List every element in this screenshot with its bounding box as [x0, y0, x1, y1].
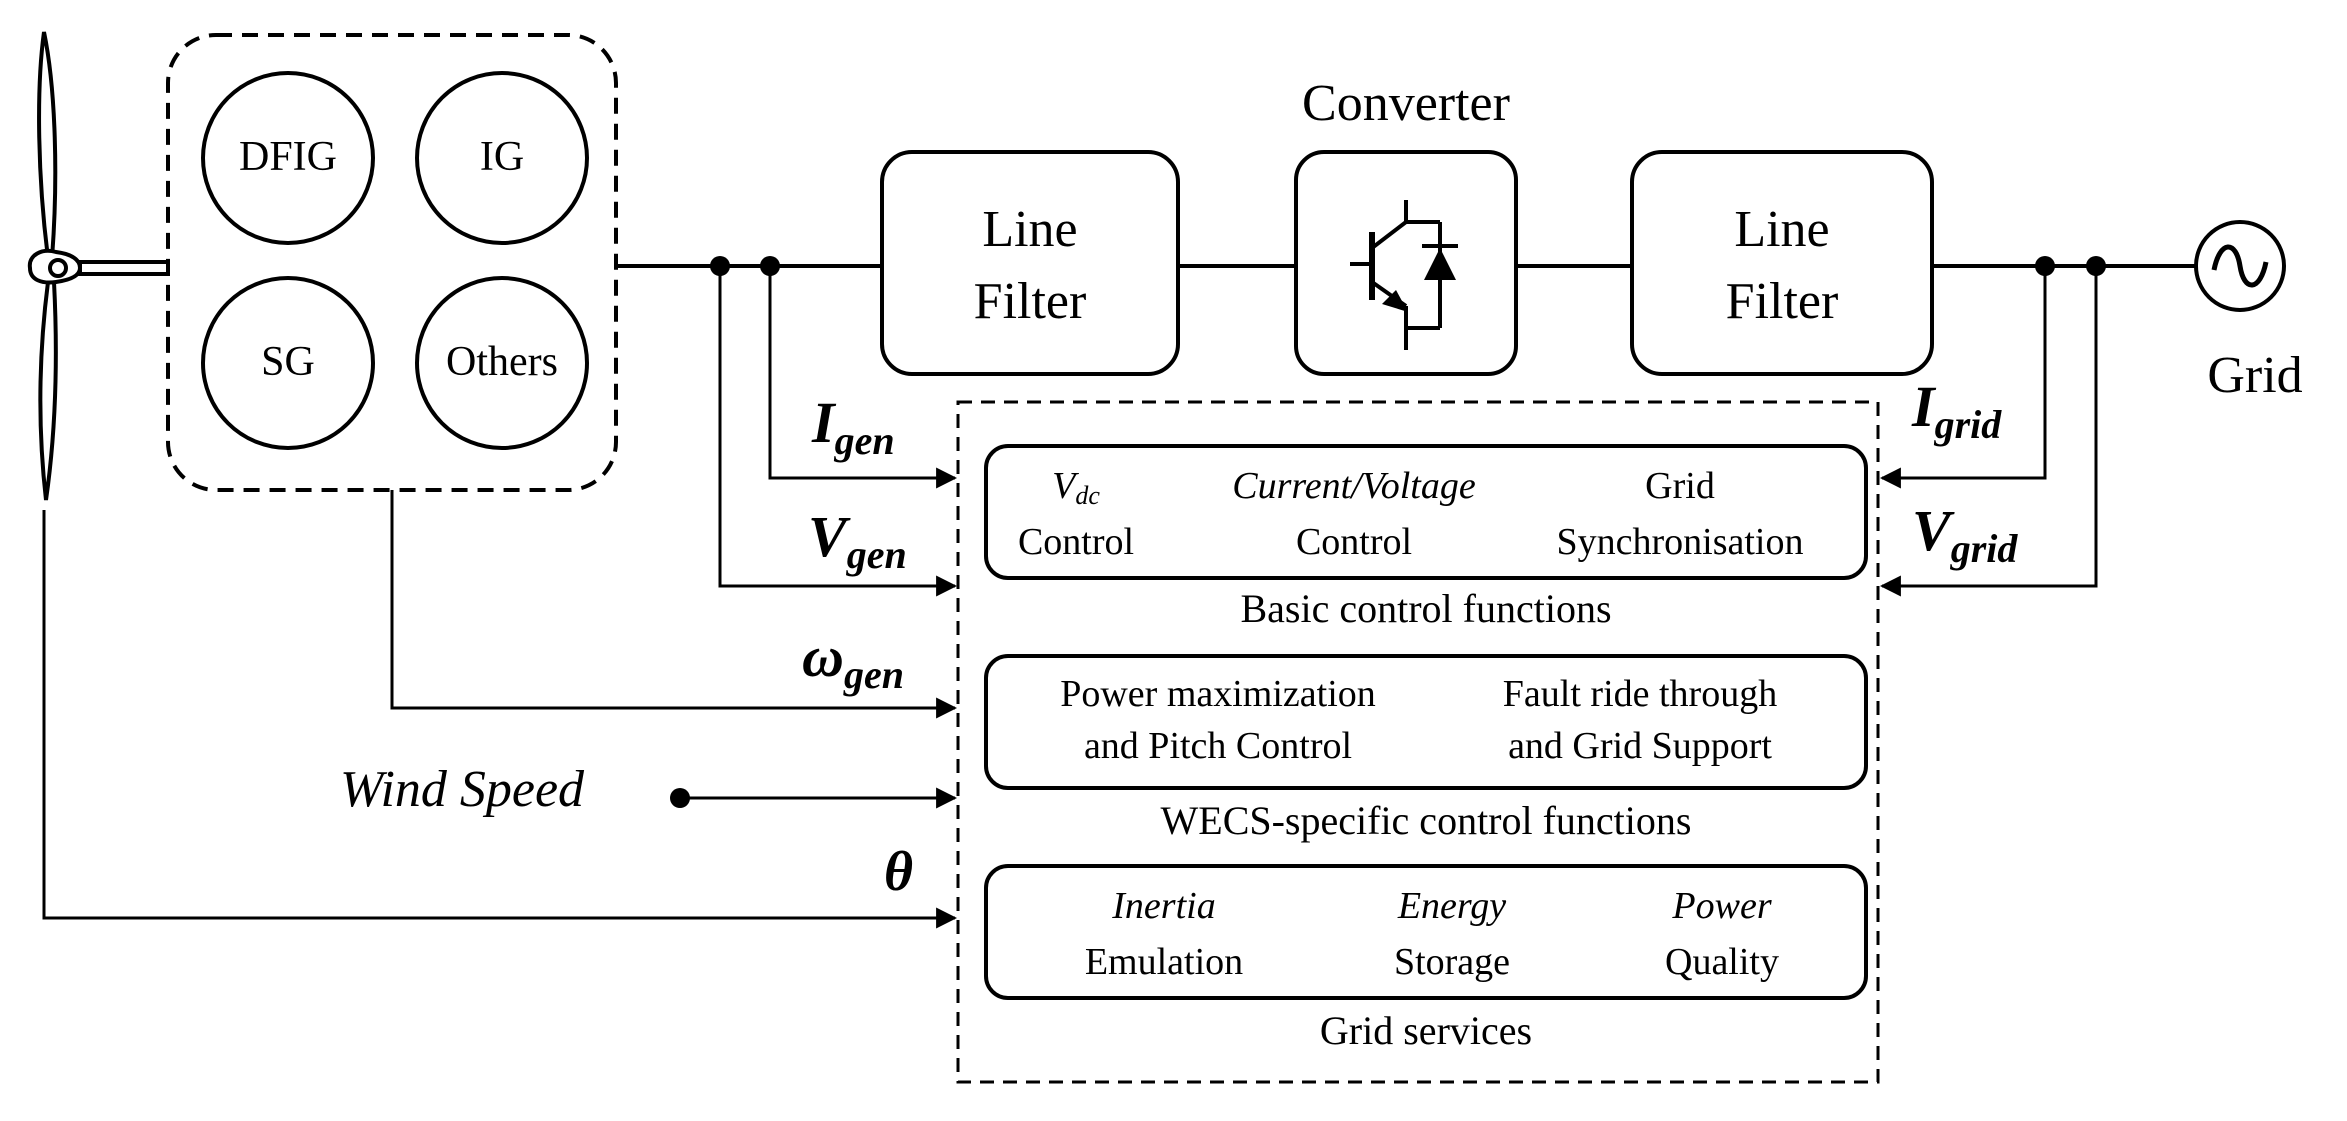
- svg-text:Current/Voltage: Current/Voltage: [1232, 465, 1476, 507]
- svg-text:Control: Control: [1018, 521, 1134, 563]
- i-grid-wire: [1879, 266, 2047, 489]
- current-voltage-control: Current/Voltage Control: [1232, 465, 1476, 563]
- svg-text:Line: Line: [1734, 201, 1829, 258]
- grid-synchronisation: Grid Synchronisation: [1557, 465, 1804, 563]
- wecs-control-title: WECS-specific control functions: [1161, 798, 1692, 843]
- grid-label: Grid: [2207, 347, 2302, 404]
- svg-text:Emulation: Emulation: [1085, 941, 1243, 983]
- svg-text:Quality: Quality: [1665, 941, 1779, 983]
- svg-text:Others: Others: [446, 339, 558, 385]
- emitter-arrow: [1382, 290, 1408, 312]
- svg-text:Synchronisation: Synchronisation: [1557, 521, 1804, 563]
- converter-block: [1294, 150, 1518, 376]
- basic-control-box: Vdc Control Current/Voltage Control Grid…: [984, 444, 1868, 580]
- control-system-box: [956, 400, 1880, 1084]
- svg-text:and Pitch Control: and Pitch Control: [1084, 725, 1352, 767]
- svg-text:Filter: Filter: [1726, 273, 1839, 330]
- generator-dfig: DFIG: [201, 71, 375, 245]
- wecs-control-box: Power maximization and Pitch Control Fau…: [984, 654, 1868, 790]
- line-filter-left: Line Filter: [880, 150, 1180, 376]
- svg-text:Line: Line: [982, 201, 1077, 258]
- inertia-emulation: Inertia Emulation: [1085, 885, 1243, 983]
- w-gen-wire: [390, 490, 958, 719]
- wind-speed-dot: [670, 788, 690, 808]
- line-filter-right: Line Filter: [1630, 150, 1934, 376]
- i-grid-label: Igrid: [1911, 374, 2002, 447]
- theta-wire: [42, 510, 958, 929]
- svg-text:Filter: Filter: [974, 273, 1087, 330]
- svg-text:and Grid Support: and Grid Support: [1508, 725, 1772, 767]
- fault-ride-through: Fault ride through and Grid Support: [1503, 673, 1777, 767]
- svg-text:IG: IG: [480, 134, 524, 180]
- w-gen-label: ωgen: [802, 624, 904, 697]
- svg-text:Power: Power: [1671, 885, 1771, 927]
- v-gen-label: Vgen: [808, 504, 907, 577]
- v-grid-label: Vgrid: [1912, 498, 2018, 571]
- svg-text:Fault ride through: Fault ride through: [1503, 673, 1777, 715]
- i-gen-label: Igen: [811, 390, 895, 463]
- vdc-control: Vdc Control: [1018, 465, 1134, 563]
- converter-label: Converter: [1302, 75, 1510, 132]
- power-quality: Power Quality: [1665, 885, 1779, 983]
- svg-text:Control: Control: [1296, 521, 1412, 563]
- generator-ig: IG: [415, 71, 589, 245]
- generator-sg: SG: [201, 276, 375, 450]
- svg-text:Power maximization: Power maximization: [1060, 673, 1376, 715]
- power-maximization: Power maximization and Pitch Control: [1060, 673, 1376, 767]
- wind-turbine-icon: [27, 31, 170, 501]
- wind-speed-label: Wind Speed: [340, 761, 585, 818]
- generator-group-box: [166, 33, 618, 492]
- svg-text:Storage: Storage: [1394, 941, 1510, 983]
- svg-text:Grid: Grid: [1645, 465, 1715, 507]
- svg-text:Energy: Energy: [1397, 885, 1506, 927]
- v-grid-wire: [1879, 266, 2098, 597]
- grid-services-title: Grid services: [1320, 1008, 1532, 1053]
- v-gen-wire: [718, 266, 958, 597]
- generator-others: Others: [415, 276, 589, 450]
- basic-control-title: Basic control functions: [1240, 586, 1611, 631]
- energy-storage: Energy Storage: [1394, 885, 1510, 983]
- svg-text:Vdc: Vdc: [1052, 465, 1100, 510]
- grid-services-box: Inertia Emulation Energy Storage Power Q…: [984, 864, 1868, 1000]
- svg-text:SG: SG: [261, 339, 315, 385]
- svg-text:Inertia: Inertia: [1111, 885, 1215, 927]
- theta-label: θ: [884, 841, 913, 903]
- diode-triangle: [1424, 248, 1456, 280]
- grid-source-icon: [2194, 220, 2286, 312]
- i-gen-wire: [768, 266, 958, 489]
- signal-wires: [42, 266, 2098, 929]
- svg-text:DFIG: DFIG: [239, 134, 337, 180]
